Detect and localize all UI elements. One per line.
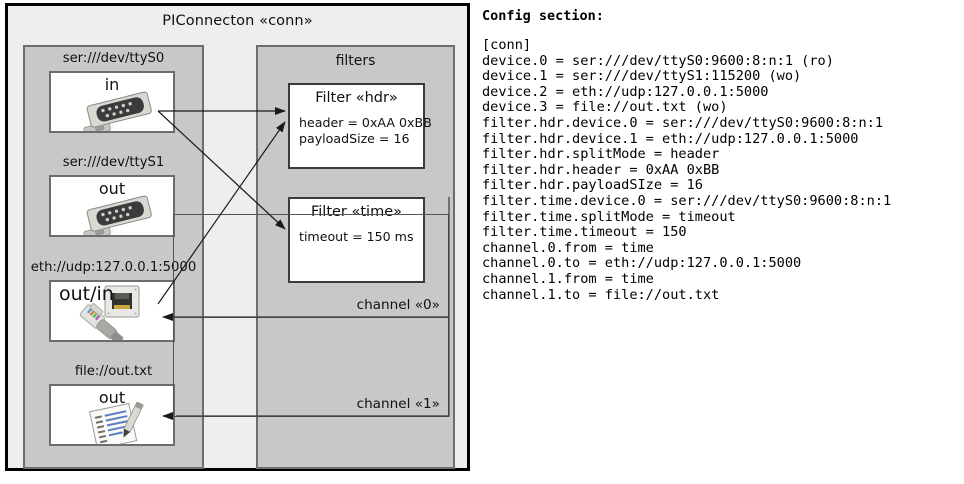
device-label-ttyS1: ser:///dev/ttyS1 xyxy=(62,155,165,170)
device-box-ttyS1[interactable]: out xyxy=(49,175,175,237)
ethernet-jack-icon xyxy=(104,285,140,318)
config-heading: Config section: xyxy=(482,8,604,24)
filter-title-hdr: Filter «hdr» xyxy=(315,90,398,106)
device-direction-ttyS1: out xyxy=(98,179,126,198)
filters-panel-title: filters xyxy=(335,53,376,69)
config-section: Config section: [conn] device.0 = ser://… xyxy=(482,8,960,303)
serial-port-icon xyxy=(83,195,152,235)
text-file-icon xyxy=(89,402,144,444)
device-label-file: file://out.txt xyxy=(74,364,153,379)
channel-box-0[interactable]: channel «0» xyxy=(173,214,449,318)
serial-port-icon xyxy=(83,91,152,131)
ethernet-cable-icon xyxy=(79,303,124,340)
channel-box-1[interactable]: channel «1» xyxy=(173,317,449,417)
device-direction-ttyS0: in xyxy=(104,75,120,94)
piconnecton-diagram: PIConnecton «conn» ser:///dev/ttyS0 in xyxy=(5,3,470,471)
diagram-title: PIConnecton «conn» xyxy=(162,13,313,29)
channel-label-1: channel «1» xyxy=(356,396,440,412)
device-box-ttyS0[interactable]: in xyxy=(49,71,175,133)
filter-card-hdr[interactable]: Filter «hdr» header = 0xAA 0xBB payloadS… xyxy=(288,83,432,169)
filter-props-hdr: header = 0xAA 0xBB payloadSize = 16 xyxy=(299,115,432,146)
device-direction-file: out xyxy=(98,388,126,407)
device-direction-eth: out/in xyxy=(59,283,114,305)
device-label-ttyS0: ser:///dev/ttyS0 xyxy=(62,51,165,66)
device-box-eth[interactable]: out/in xyxy=(49,280,175,342)
config-text[interactable]: [conn] device.0 = ser:///dev/ttyS0:9600:… xyxy=(482,37,892,303)
channel-label-0: channel «0» xyxy=(356,297,440,313)
device-label-eth: eth://udp:127.0.0.1:5000 xyxy=(30,260,197,275)
device-box-file[interactable]: out xyxy=(49,384,175,446)
